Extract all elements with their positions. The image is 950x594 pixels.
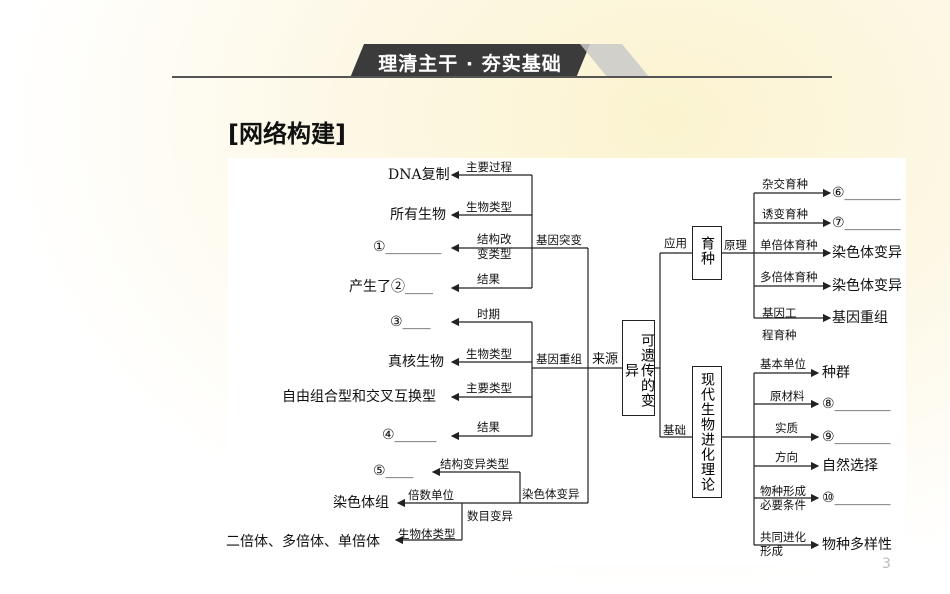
concept-map-panel — [228, 158, 906, 564]
gm-link-3: 结构改变类型 — [477, 232, 512, 261]
gr-link-4: 结果 — [477, 420, 500, 434]
gm-target-2: 所有生物 — [390, 207, 446, 223]
ev-target-6: 物种多样性 — [822, 537, 892, 553]
evolution-theory-node: 现代生物进化理论 — [692, 366, 722, 498]
center-node: 可遗传的变异 — [622, 320, 655, 416]
ap-target-1: ⑥________ — [832, 185, 901, 201]
gm-link-4: 结果 — [477, 272, 500, 286]
ap-target-3: 染色体变异 — [832, 245, 902, 261]
ev-target-3: ⑨________ — [822, 429, 891, 445]
ap-link-5: 基因工程育种 — [762, 306, 797, 342]
cv-target-1: ⑤____ — [373, 463, 414, 479]
ap-link-2: 诱变育种 — [762, 207, 808, 221]
gr-link-2: 生物类型 — [466, 347, 512, 361]
ap-link-1: 杂交育种 — [762, 177, 808, 191]
header-banner: 理清主干 · 夯实基础 — [350, 44, 590, 78]
evolution-theory-node-label: 现代生物进化理论 — [699, 372, 715, 492]
gene-recombination-label: 基因重组 — [536, 352, 582, 366]
ap-target-4: 染色体变异 — [832, 278, 902, 294]
header-banner-text: 理清主干 · 夯实基础 — [378, 53, 562, 75]
foundation-link: 基础 — [663, 423, 686, 437]
center-left-link: 来源 — [592, 352, 619, 367]
ev-link-4: 方向 — [775, 450, 798, 464]
ev-link-1: 基本单位 — [760, 357, 806, 371]
section-title: [网络构建] — [228, 120, 346, 148]
cv-link-1: 结构变异类型 — [440, 457, 509, 471]
gene-mutation-label: 基因突变 — [536, 233, 582, 247]
gr-target-1: ③____ — [390, 314, 431, 330]
cv-link-2: 数目变异 — [467, 509, 513, 523]
gr-target-2: 真核生物 — [388, 354, 444, 370]
ap-target-5: 基因重组 — [832, 310, 888, 326]
ap-target-2: ⑦________ — [832, 215, 901, 231]
gm-target-3: ①________ — [373, 239, 442, 255]
cv-sub-target-1: 染色体组 — [333, 495, 389, 511]
ev-link-3: 实质 — [775, 421, 798, 435]
center-node-label: 可遗传的变异 — [623, 333, 655, 408]
ap-link-4: 多倍体育种 — [760, 270, 818, 284]
chromosome-variation-label: 染色体变异 — [522, 487, 580, 501]
ap-link-3: 单倍体育种 — [760, 238, 818, 252]
ev-link-2: 原材料 — [770, 389, 805, 403]
cv-sub-target-2: 二倍体、多倍体、单倍体 — [226, 534, 380, 550]
gr-target-3: 自由组合型和交叉互换型 — [282, 389, 436, 405]
principle-link: 原理 — [724, 238, 747, 252]
cv-sub-link-1: 倍数单位 — [408, 488, 454, 502]
ev-link-5: 物种形成必要条件 — [760, 484, 806, 512]
ev-link-6: 共同进化形成 — [760, 530, 806, 558]
gr-link-3: 主要类型 — [466, 381, 512, 395]
gr-link-1: 时期 — [477, 307, 500, 321]
gm-target-4: 产生了②____ — [349, 279, 433, 295]
breeding-node-label: 育种 — [699, 236, 715, 266]
ev-target-1: 种群 — [822, 365, 850, 381]
ev-target-5: ⑩________ — [822, 490, 891, 506]
page-number: 3 — [882, 556, 891, 572]
ev-target-2: ⑧________ — [822, 396, 891, 412]
gm-link-1: 主要过程 — [466, 160, 512, 174]
application-link: 应用 — [664, 236, 687, 250]
cv-sub-link-2: 生物体类型 — [398, 527, 456, 541]
header-divider — [172, 76, 832, 78]
gr-target-4: ④______ — [382, 427, 437, 443]
ev-target-4: 自然选择 — [822, 458, 878, 474]
gm-link-2: 生物类型 — [466, 200, 512, 214]
gm-target-1: DNA复制 — [388, 167, 450, 183]
breeding-node: 育种 — [692, 226, 722, 280]
